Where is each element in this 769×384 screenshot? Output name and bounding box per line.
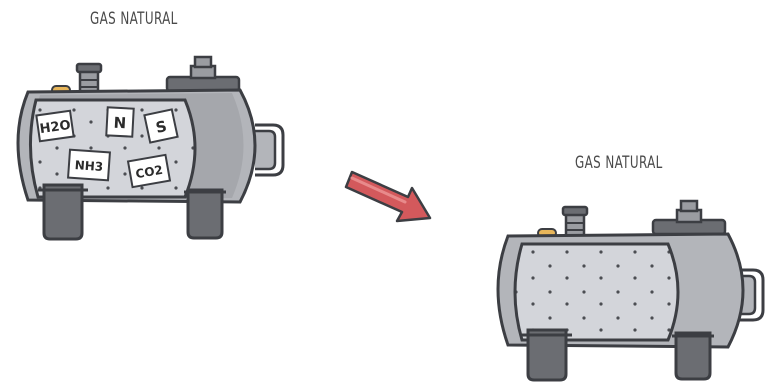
impurity-tag-s: S <box>144 109 177 142</box>
impurity-tag-nh3: NH3 <box>68 150 110 181</box>
svg-text:N: N <box>113 114 126 133</box>
tank-raw: H2O N S NH3 CO2 <box>18 57 283 239</box>
tank-processed <box>498 201 763 380</box>
impurity-tag-h2o: H2O <box>36 111 73 141</box>
impurity-tag-n: N <box>106 107 133 136</box>
svg-text:NH3: NH3 <box>74 158 103 174</box>
impurity-tag-co2: CO2 <box>128 155 170 187</box>
process-arrow-icon <box>346 172 430 221</box>
